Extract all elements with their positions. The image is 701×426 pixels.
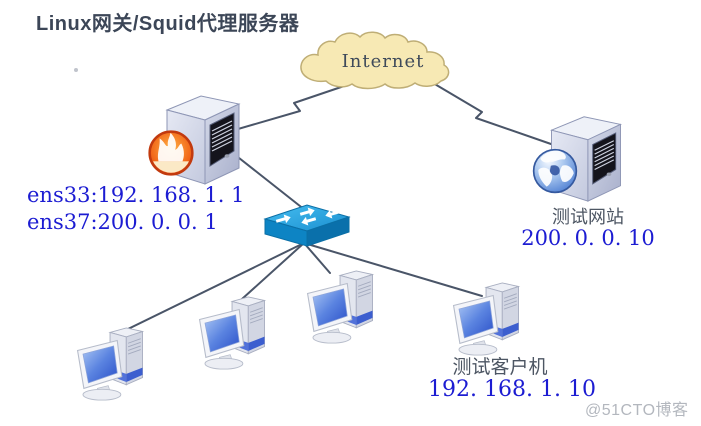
client-ip-label: 192. 168. 1. 10 [428, 377, 596, 402]
cloud-icon [300, 31, 450, 90]
globe-icon [530, 146, 580, 196]
link-switch-client2 [241, 242, 305, 300]
stray-mark [74, 68, 78, 72]
link-cloud-gateway [237, 82, 354, 130]
client-computer-2 [194, 296, 280, 370]
client-computer-3 [302, 270, 388, 344]
link-gateway-switch [233, 153, 306, 211]
client-computer-1 [72, 327, 158, 401]
gateway-interface1-label: ens33:192. 168. 1. 1 [27, 183, 245, 207]
lan-switch-icon [261, 202, 353, 248]
diagram-title: Linux网关/Squid代理服务器 [36, 13, 300, 35]
cloud-label: Internet [341, 51, 425, 72]
link-cloud-webserver [432, 82, 552, 145]
internet-cloud: Internet [294, 29, 472, 98]
website-name-label: 测试网站 [552, 207, 624, 227]
link-switch-client4 [303, 242, 483, 297]
website-ip-label: 200. 0. 0. 10 [521, 226, 655, 250]
link-switch-client1 [123, 242, 305, 332]
client-name-label: 测试客户机 [452, 357, 548, 378]
client-computer-4 [448, 282, 534, 356]
watermark: @51CTO博客 [585, 402, 689, 419]
firewall-flame-icon [146, 128, 196, 178]
gateway-ip-labels: ens33:192. 168. 1. 1 ens37:200. 0. 0. 1 [27, 182, 244, 236]
link-switch-client3 [303, 242, 331, 274]
gateway-interface2-label: ens37:200. 0. 0. 1 [27, 210, 218, 234]
